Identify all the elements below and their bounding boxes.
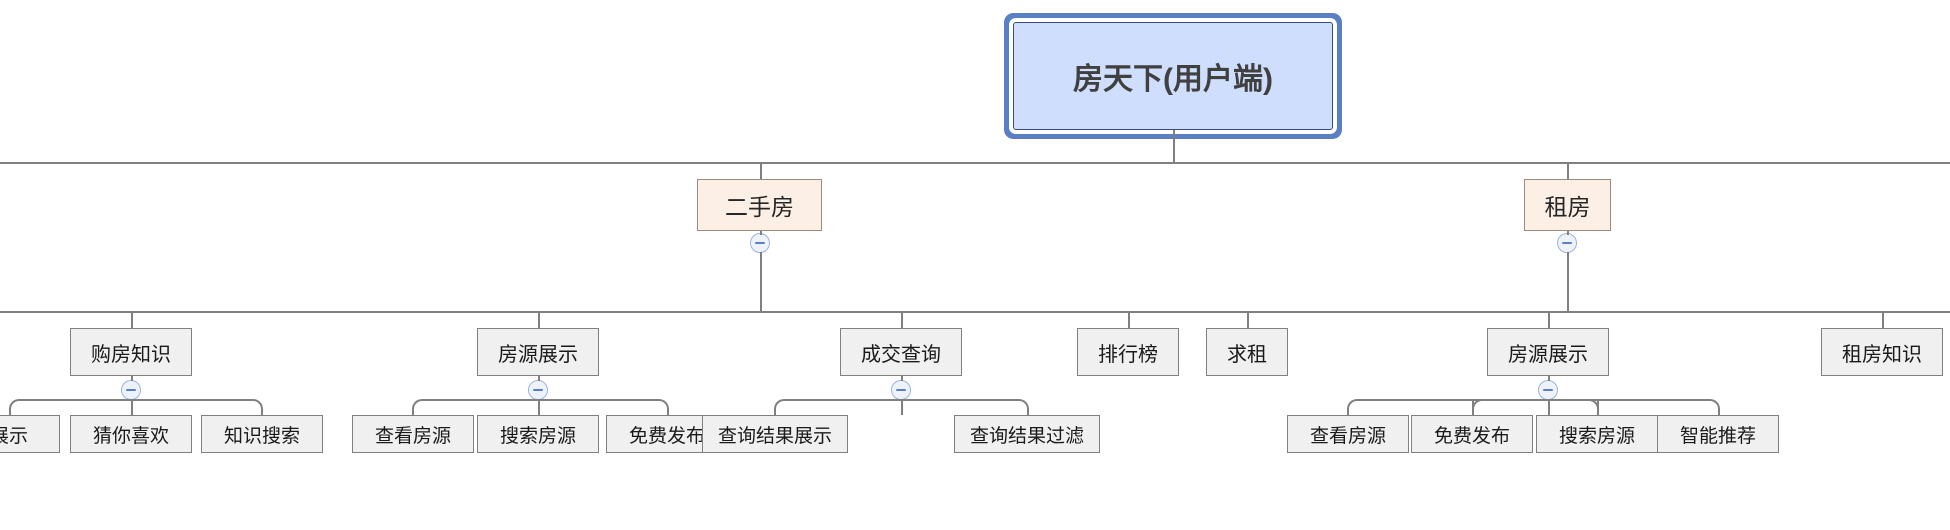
node-zufang[interactable]: 租房 <box>1524 179 1611 231</box>
node-sousuofangyuan-2-label: 搜索房源 <box>1558 425 1635 447</box>
connector-elbow-zhanshi <box>9 399 133 421</box>
connector-zufang-stem-a <box>1567 231 1569 235</box>
node-ershoufang[interactable]: 二手房 <box>697 179 822 231</box>
connector-ershoufang-stem-b <box>760 252 762 311</box>
connector-zufang-stem-b <box>1567 252 1569 311</box>
connector-to-chengjiaochaxun <box>901 311 903 328</box>
connector-elbow-chaxunjieguoguolv <box>901 399 1029 421</box>
node-mianfeifabu-2[interactable]: 免费发布 <box>1411 415 1533 453</box>
connector-elbow-chakanfangyuan-2 <box>1347 399 1550 421</box>
connector-to-zufang <box>1567 162 1569 179</box>
node-fangyuanzhanshi-2-label: 房源展示 <box>1508 343 1588 366</box>
connector-elbow-zhishisousuo <box>131 399 263 421</box>
connector-fangyuanzhanshi-1-stem-a <box>538 376 540 381</box>
node-zufangzhishi-label: 租房知识 <box>1842 343 1922 366</box>
connector-goufangzhishi-stem-a <box>131 376 133 381</box>
node-zhishisousuo[interactable]: 知识搜索 <box>201 415 323 453</box>
node-paihangbang-label: 排行榜 <box>1098 343 1158 366</box>
connector-to-paihangbang <box>1128 311 1130 328</box>
node-chaxunjieguoguolv-label: 查询结果过滤 <box>969 425 1084 447</box>
node-fangyuanzhanshi-2[interactable]: 房源展示 <box>1487 328 1609 376</box>
connector-chengjiaochaxun-stem-a <box>901 376 903 381</box>
node-zhinengtuijian-label: 智能推荐 <box>1679 425 1756 447</box>
node-qiuzu[interactable]: 求租 <box>1206 328 1288 376</box>
connector-to-qiuzu <box>1247 311 1249 328</box>
node-goufangzhishi[interactable]: 购房知识 <box>70 328 192 376</box>
node-chengjiaochaxun[interactable]: 成交查询 <box>840 328 962 376</box>
node-sousuofangyuan-1[interactable]: 搜索房源 <box>477 415 599 453</box>
connector-elbow-chaxunjieguozhanshi <box>774 399 903 421</box>
node-zhanshi-label: 展示 <box>0 425 28 447</box>
node-fangyuanzhanshi-1-label: 房源展示 <box>498 343 578 366</box>
node-sousuofangyuan-1-label: 搜索房源 <box>499 425 576 447</box>
connector-ershoufang-stem-a <box>760 231 762 235</box>
collapse-toggle-fangyuanzhanshi-2[interactable] <box>1538 380 1558 400</box>
node-goufangzhishi-label: 购房知识 <box>91 343 171 366</box>
collapse-toggle-fangyuanzhanshi-1[interactable] <box>528 380 548 400</box>
node-chaxunjieguozhanshi-label: 查询结果展示 <box>717 425 832 447</box>
node-cainixihuan[interactable]: 猜你喜欢 <box>70 415 192 453</box>
node-chakanfangyuan-2[interactable]: 查看房源 <box>1287 415 1409 453</box>
connector-level3-bus <box>0 311 1950 313</box>
collapse-toggle-chengjiaochaxun[interactable] <box>891 380 911 400</box>
node-chengjiaochaxun-label: 成交查询 <box>861 343 941 366</box>
node-chaxunjieguoguolv[interactable]: 查询结果过滤 <box>954 415 1100 453</box>
node-chakanfangyuan-2-label: 查看房源 <box>1309 425 1386 447</box>
connector-elbow-mianfeifabu-1 <box>538 399 669 421</box>
node-zhanshi[interactable]: 展示 <box>0 415 60 453</box>
collapse-toggle-zufang[interactable] <box>1557 233 1577 253</box>
node-zufangzhishi[interactable]: 租房知识 <box>1821 328 1943 376</box>
connector-elbow-mianfeifabu-2-hook <box>1472 399 1550 421</box>
node-chakanfangyuan-1[interactable]: 查看房源 <box>352 415 474 453</box>
connector-to-zufangzhishi <box>1882 311 1884 328</box>
node-cainixihuan-label: 猜你喜欢 <box>92 425 169 447</box>
node-zufang-label: 租房 <box>1544 194 1591 220</box>
node-ershoufang-label: 二手房 <box>725 194 794 220</box>
node-zhishisousuo-label: 知识搜索 <box>223 425 300 447</box>
connector-to-fangyuanzhanshi-1 <box>538 311 540 328</box>
collapse-toggle-goufangzhishi[interactable] <box>121 380 141 400</box>
connector-to-goufangzhishi <box>131 311 133 328</box>
node-paihangbang[interactable]: 排行榜 <box>1077 328 1179 376</box>
connector-level2-bus <box>0 162 1950 164</box>
root-node-fangtianxia[interactable]: 房天下(用户端) <box>1013 22 1333 130</box>
node-mianfeifabu-1-label: 免费发布 <box>628 425 705 447</box>
node-chaxunjieguozhanshi[interactable]: 查询结果展示 <box>702 415 848 453</box>
node-fangyuanzhanshi-1[interactable]: 房源展示 <box>477 328 599 376</box>
node-qiuzu-label: 求租 <box>1227 343 1267 366</box>
node-chakanfangyuan-1-label: 查看房源 <box>374 425 451 447</box>
connector-root-stem <box>1173 130 1175 162</box>
root-node-label: 房天下(用户端) <box>1073 63 1273 96</box>
connector-elbow-chakanfangyuan-1 <box>412 399 540 421</box>
node-sousuofangyuan-2[interactable]: 搜索房源 <box>1536 415 1658 453</box>
collapse-toggle-ershoufang[interactable] <box>750 233 770 253</box>
connector-to-fangyuanzhanshi-2 <box>1548 311 1550 328</box>
connector-fangyuanzhanshi-2-stem-a <box>1548 376 1550 381</box>
node-zhinengtuijian[interactable]: 智能推荐 <box>1657 415 1779 453</box>
connector-to-ershoufang <box>760 162 762 179</box>
node-mianfeifabu-2-label: 免费发布 <box>1433 425 1510 447</box>
connector-elbow-zhinengtuijian <box>1548 399 1720 421</box>
